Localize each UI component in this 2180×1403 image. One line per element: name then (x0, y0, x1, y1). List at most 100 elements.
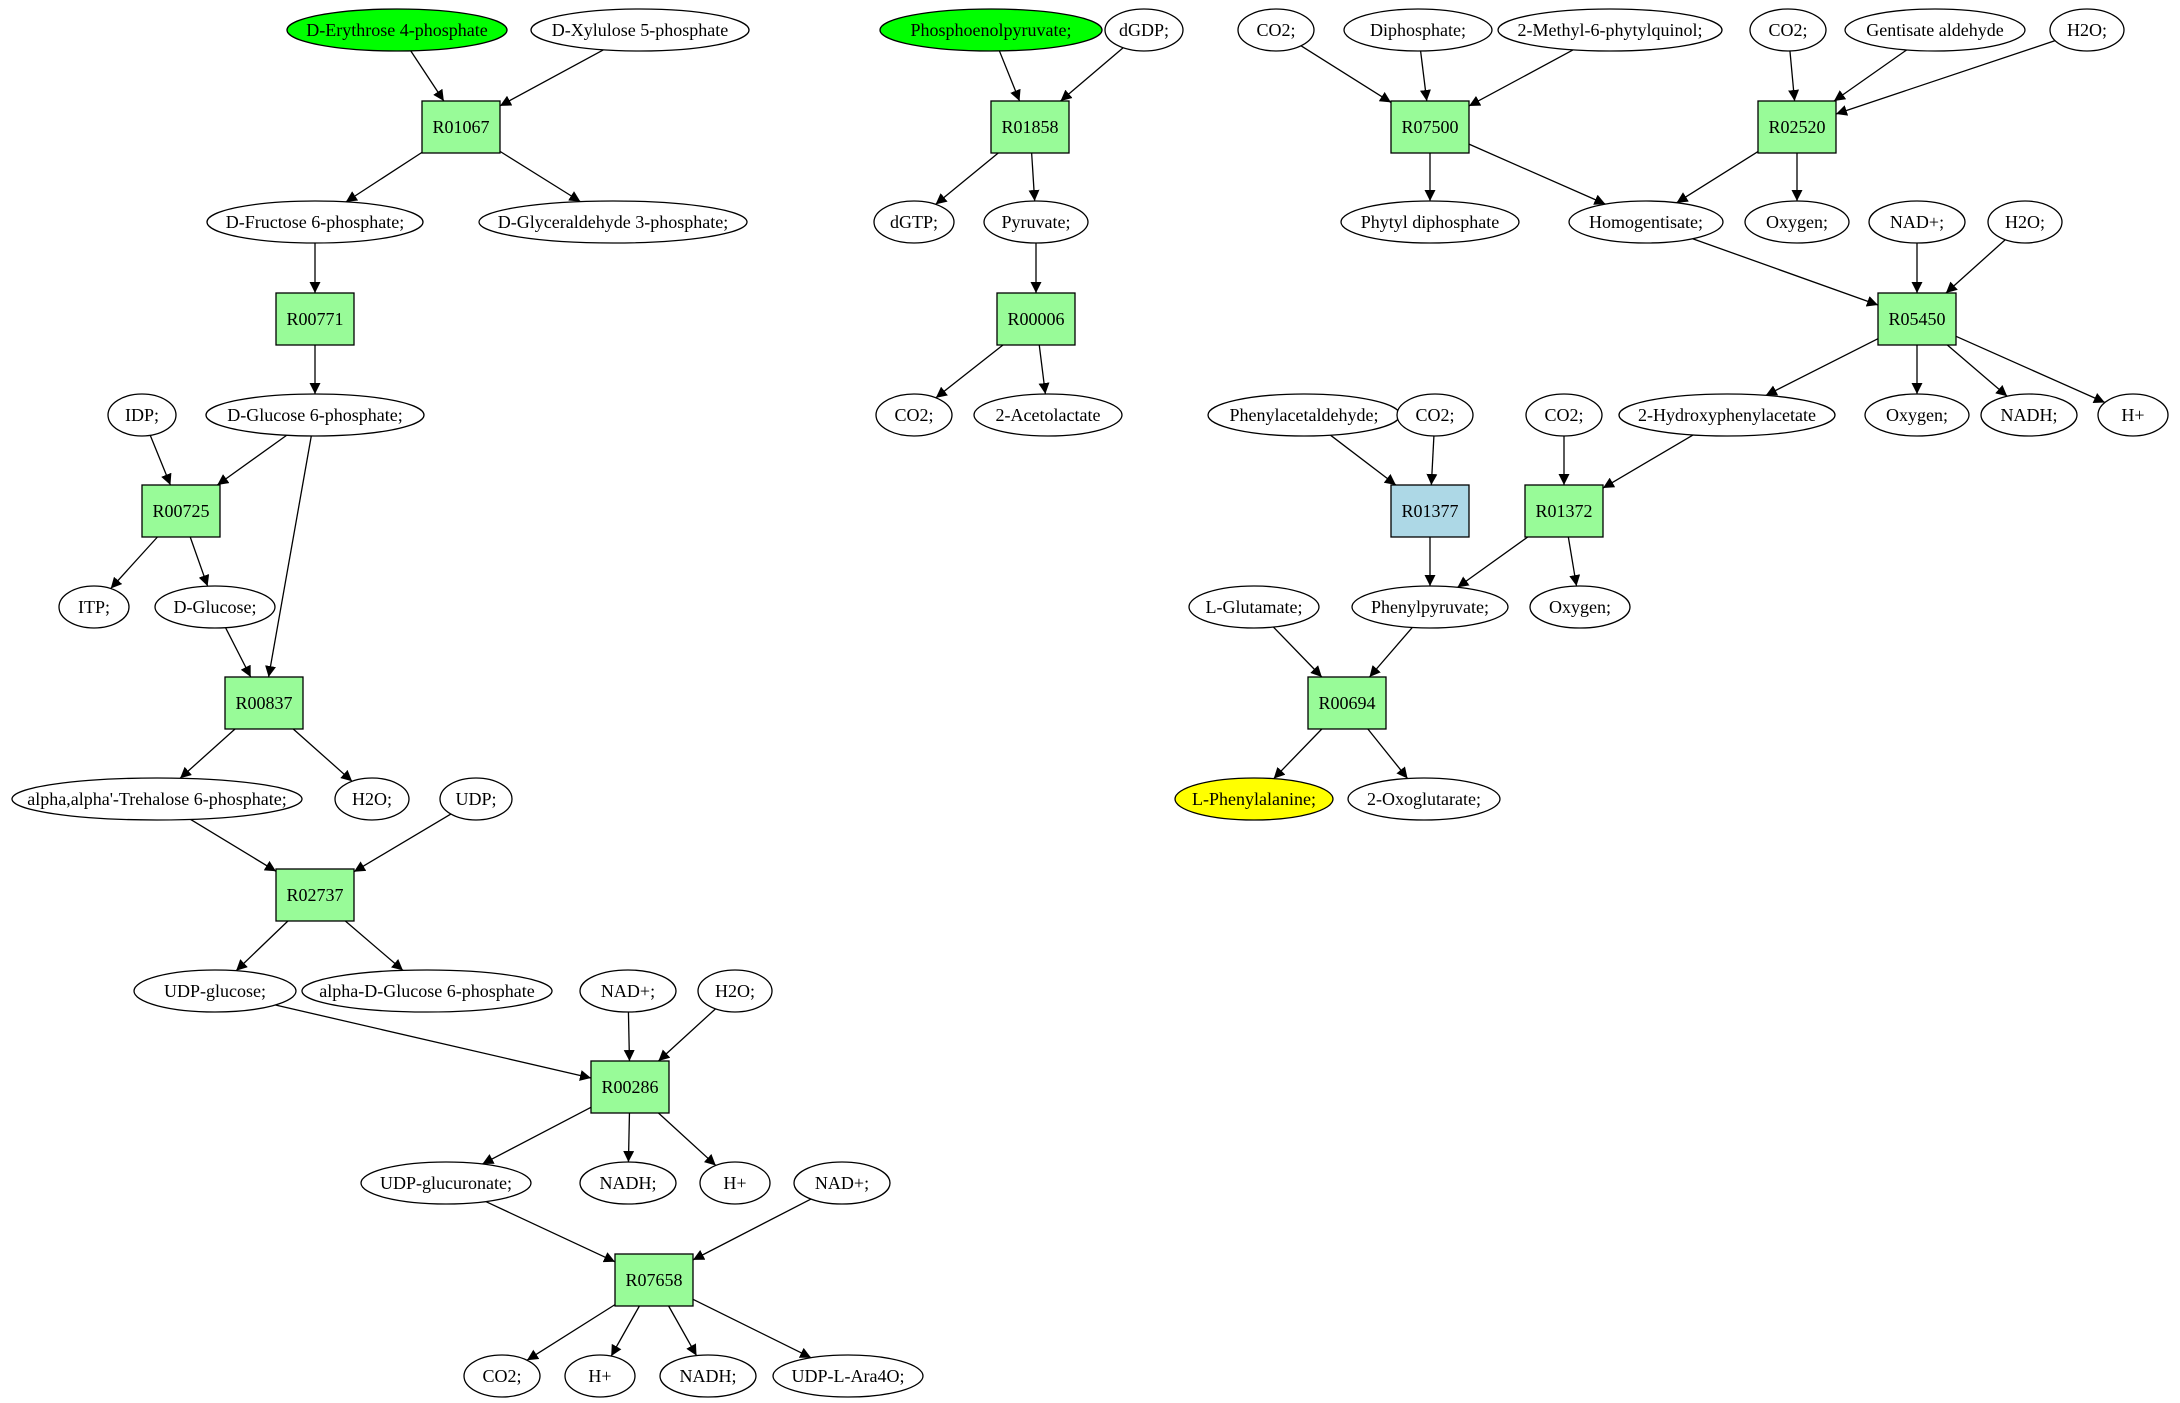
reaction-box (275, 868, 355, 922)
compound-ellipse (58, 585, 130, 629)
compound-ellipse (1749, 8, 1827, 52)
edge-r07500-to-c_hgt (1468, 143, 1606, 205)
node-label: R00725 (152, 501, 209, 521)
edge-r00006-to-c_co2_b (935, 344, 1004, 399)
compound-ellipse (1568, 200, 1724, 244)
edge-r07658-to-c_co2_a (526, 1304, 616, 1361)
compound-node-c_f6p: D-Fructose 6-phosphate; (206, 200, 424, 244)
edge-c_h2o_d-to-r05450 (1945, 239, 2006, 294)
node-label: R00006 (1007, 309, 1064, 329)
compound-ellipse (478, 200, 748, 244)
node-label: R01372 (1535, 501, 1592, 521)
edge-c_co2_d-to-r02520 (1788, 50, 1800, 102)
compound-ellipse (1340, 200, 1520, 244)
reaction-node-r01858: R01858 (990, 100, 1070, 154)
compound-ellipse (286, 8, 508, 52)
reaction-box (275, 292, 355, 346)
compound-node-c_g3p: D-Glyceraldehyde 3-phosphate; (478, 200, 748, 244)
edge-r02737-to-c_ag6p (344, 920, 404, 971)
compound-ellipse (1529, 585, 1631, 629)
node-label: 2-Oxoglutarate; (1367, 789, 1481, 809)
compound-node-c_ppi: Diphosphate; (1343, 8, 1493, 52)
node-label: dGTP; (890, 212, 938, 232)
compound-node-c_nadh_a: NADH; (579, 1161, 677, 1205)
compound-node-c_h_c: H+ (2097, 393, 2169, 437)
reaction-node-r02737: R02737 (275, 868, 355, 922)
node-label: NADH; (680, 1366, 737, 1386)
compound-ellipse (301, 969, 553, 1013)
node-label: NADH; (2001, 405, 2058, 425)
node-label: H2O; (2005, 212, 2045, 232)
edge-r01858-to-c_pyr (1028, 152, 1040, 202)
edge-c_udpglc-to-r00286 (275, 1004, 592, 1081)
node-label: H2O; (2067, 20, 2107, 40)
compound-ellipse (1744, 200, 1850, 244)
edge-r05450-to-c_nadh_c (1946, 344, 2008, 397)
node-label: D-Glucose; (174, 597, 257, 617)
compound-ellipse (107, 393, 177, 437)
compound-ellipse (360, 1161, 532, 1205)
edge-r01372-to-c_ppy (1457, 536, 1529, 588)
compound-node-c_co2_e: CO2; (1396, 393, 1474, 437)
compound-node-c_gald: Gentisate aldehyde (1844, 8, 2026, 52)
compound-ellipse (793, 1161, 891, 1205)
compound-ellipse (699, 1161, 771, 1205)
node-label: ITP; (78, 597, 110, 617)
compound-node-c_pyr: Pyruvate; (983, 200, 1089, 244)
edge-c_pep-to-r01858 (998, 50, 1021, 102)
compound-ellipse (1864, 393, 1970, 437)
node-label: L-Phenylalanine; (1192, 789, 1316, 809)
compound-ellipse (530, 8, 750, 52)
edge-c_e4p-to-r01067 (410, 50, 445, 102)
node-label: 2-Methyl-6-phytylquinol; (1518, 20, 1703, 40)
node-label: IDP; (125, 405, 159, 425)
edge-r00286-to-c_udpgluc (482, 1106, 592, 1165)
compound-node-c_idp: IDP; (107, 393, 177, 437)
compound-node-c_h2o_a: H2O; (334, 777, 410, 821)
compound-ellipse (1174, 777, 1334, 821)
compound-node-c_udpgluc: UDP-glucuronate; (360, 1161, 532, 1205)
edge-r05450-to-c_hpa (1765, 338, 1879, 396)
edge-c_ppy-to-r00694 (1368, 627, 1413, 678)
compound-node-c_co2_c: CO2; (1237, 8, 1315, 52)
compound-ellipse (205, 393, 425, 437)
compound-ellipse (1396, 393, 1474, 437)
compound-node-c_t6p: alpha,alpha'-Trehalose 6-phosphate; (11, 777, 303, 821)
node-label: Oxygen; (1766, 212, 1828, 232)
compound-node-c_o2_b: Oxygen; (1864, 393, 1970, 437)
node-label: NAD+; (815, 1173, 869, 1193)
compound-node-c_nadh_b: NADH; (659, 1354, 757, 1398)
edge-r00725-to-c_glc (189, 536, 210, 587)
compound-node-c_dgtp: dGTP; (873, 200, 955, 244)
node-label: 2-Hydroxyphenylacetate (1638, 405, 1816, 425)
compound-node-c_co2_b: CO2; (875, 393, 953, 437)
node-label: alpha,alpha'-Trehalose 6-phosphate; (27, 789, 287, 809)
edge-c_nad_a-to-r00286 (623, 1011, 635, 1062)
node-label: R00771 (286, 309, 343, 329)
compound-ellipse (11, 777, 303, 821)
edge-r00837-to-c_h2o_a (292, 728, 353, 782)
compound-ellipse (133, 969, 297, 1013)
edge-r02520-to-c_hgt (1676, 150, 1759, 204)
compound-ellipse (1343, 8, 1493, 52)
edge-c_nad_b-to-r07658 (692, 1198, 812, 1261)
edge-c_t6p-to-r02737 (190, 818, 277, 872)
edge-c_hpa-to-r01372 (1602, 434, 1694, 489)
compound-node-c_acl: 2-Acetolactate (973, 393, 1123, 437)
compound-node-c_hpa: 2-Hydroxyphenylacetate (1618, 393, 1836, 437)
node-label: CO2; (1256, 20, 1295, 40)
compound-ellipse (579, 969, 677, 1013)
node-label: CO2; (1415, 405, 1454, 425)
node-label: H+ (2121, 405, 2144, 425)
node-label: alpha-D-Glucose 6-phosphate (319, 981, 534, 1001)
compound-ellipse (463, 1354, 541, 1398)
node-label: Phenylpyruvate; (1371, 597, 1489, 617)
compound-ellipse (1188, 585, 1320, 629)
compound-node-c_x5p: D-Xylulose 5-phosphate (530, 8, 750, 52)
compound-ellipse (2049, 8, 2125, 52)
edge-c_glc-to-r00837 (224, 627, 252, 678)
compound-node-c_ppy: Phenylpyruvate; (1351, 585, 1509, 629)
node-label: D-Fructose 6-phosphate; (226, 212, 404, 232)
node-label: Phosphoenolpyruvate; (911, 20, 1072, 40)
reaction-node-r00006: R00006 (996, 292, 1076, 346)
